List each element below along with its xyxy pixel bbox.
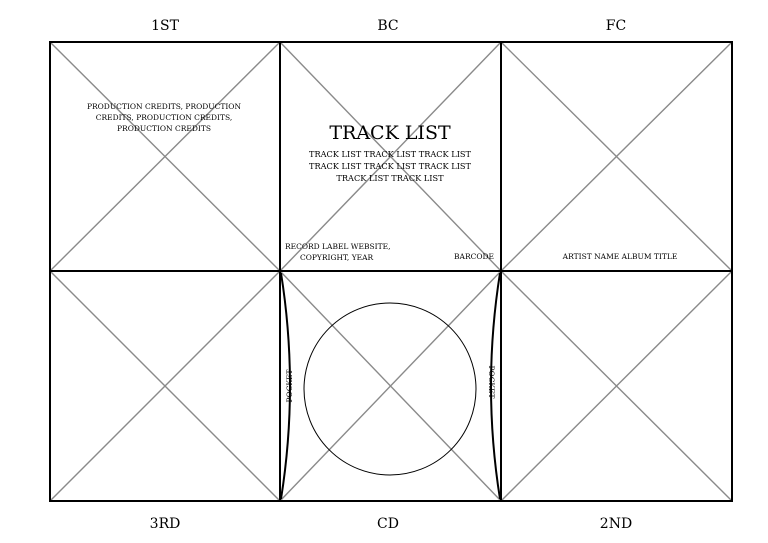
credits-line-1: PRODUCTION CREDITS, PRODUCTION [87,102,241,111]
panel-label-3rd: 3RD [150,516,181,532]
panel-label-1st: 1ST [151,18,179,34]
cross-cd-b [279,270,502,502]
cd-disc-circle [303,302,477,476]
cross-fc-b [500,41,733,272]
pockets [280,272,501,500]
label-info-line-1: RECORD LABEL WEBSITE, [285,242,390,251]
panel-label-fc: FC [606,18,626,34]
panel-label-cd: CD [377,516,399,532]
pocket-right-curve [490,272,501,500]
barcode-label: BARCODE [454,252,494,261]
pocket-left-curve [280,272,291,500]
track-list-line-2: TRACK LIST TRACK LIST TRACK LIST [309,161,472,171]
panel-grid [49,41,733,502]
cross-2nd-b [500,270,733,502]
track-list-line-1: TRACK LIST TRACK LIST TRACK LIST [309,149,472,159]
credits-line-2: CREDITS, PRODUCTION CREDITS, [96,113,233,122]
front-cover-artist-title: ARTIST NAME ALBUM TITLE [562,252,678,261]
track-list-line-3: TRACK LIST TRACK LIST [336,173,444,183]
panel-label-bc: BC [377,18,398,34]
track-list-title: TRACK LIST [329,122,451,144]
credits-line-3: PRODUCTION CREDITS [117,124,211,133]
cross-3rd-b [49,270,281,502]
pocket-right-label: POCKET [487,365,496,398]
pocket-left-label: POCKET [285,369,294,402]
label-info-line-2: COPYRIGHT, YEAR [300,253,374,262]
cross-1st-b [49,41,281,272]
cross-bc-b [279,41,502,272]
placeholder-crosses [49,41,733,502]
panel-label-2nd: 2ND [600,516,632,532]
